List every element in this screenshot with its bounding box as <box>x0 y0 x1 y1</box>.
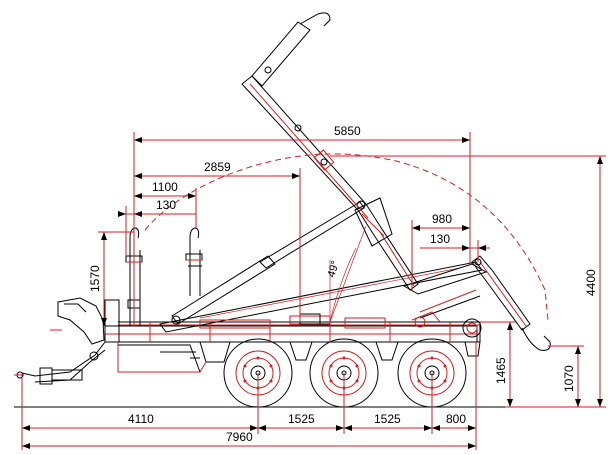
dim-1070-label: 1070 <box>562 365 576 392</box>
angle-ref-line <box>329 225 367 323</box>
dim-1525b-label: 1525 <box>374 412 401 426</box>
dim-1525a-label: 1525 <box>288 412 315 426</box>
dim-1570-label: 1570 <box>88 265 102 292</box>
hook-arm <box>241 12 419 291</box>
dim-1465-label: 1465 <box>494 357 508 384</box>
dim-980-label: 980 <box>432 212 452 226</box>
dim-130-right-label: 130 <box>430 232 450 246</box>
dim-5850-label: 5850 <box>334 124 361 138</box>
wheel-bolts <box>243 356 447 390</box>
angle-arc <box>329 247 357 323</box>
front-hook-forward-position <box>185 227 203 296</box>
dim-4110-label: 4110 <box>128 412 154 426</box>
swing-arc <box>144 153 549 321</box>
rear-roller-unit <box>411 311 481 343</box>
rear-hook-arm <box>402 255 551 351</box>
dim-130-left-label: 130 <box>156 198 176 212</box>
dim-2859-label: 2859 <box>204 160 231 174</box>
dim-7960-label: 7960 <box>226 430 253 444</box>
angle-label: 49° <box>325 259 342 279</box>
dim-1100-label: 1100 <box>152 180 178 194</box>
dim-4400-label: 4400 <box>584 269 598 296</box>
dim-800-label: 800 <box>446 412 466 426</box>
drawbar-hitch <box>14 297 106 385</box>
